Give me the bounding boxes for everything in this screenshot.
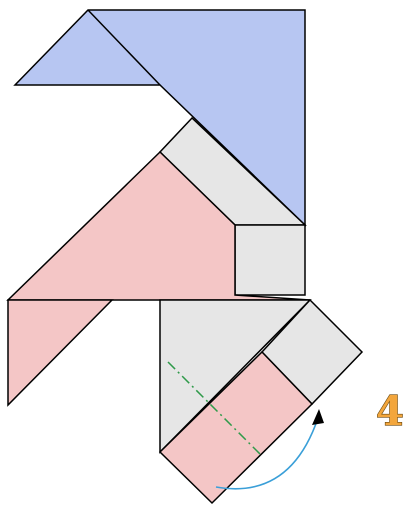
gray-square-piece [235, 225, 305, 295]
pink-left-parallelogram [8, 300, 112, 405]
arrow-head-icon [312, 409, 324, 425]
step-number-label: 4 [376, 388, 404, 435]
